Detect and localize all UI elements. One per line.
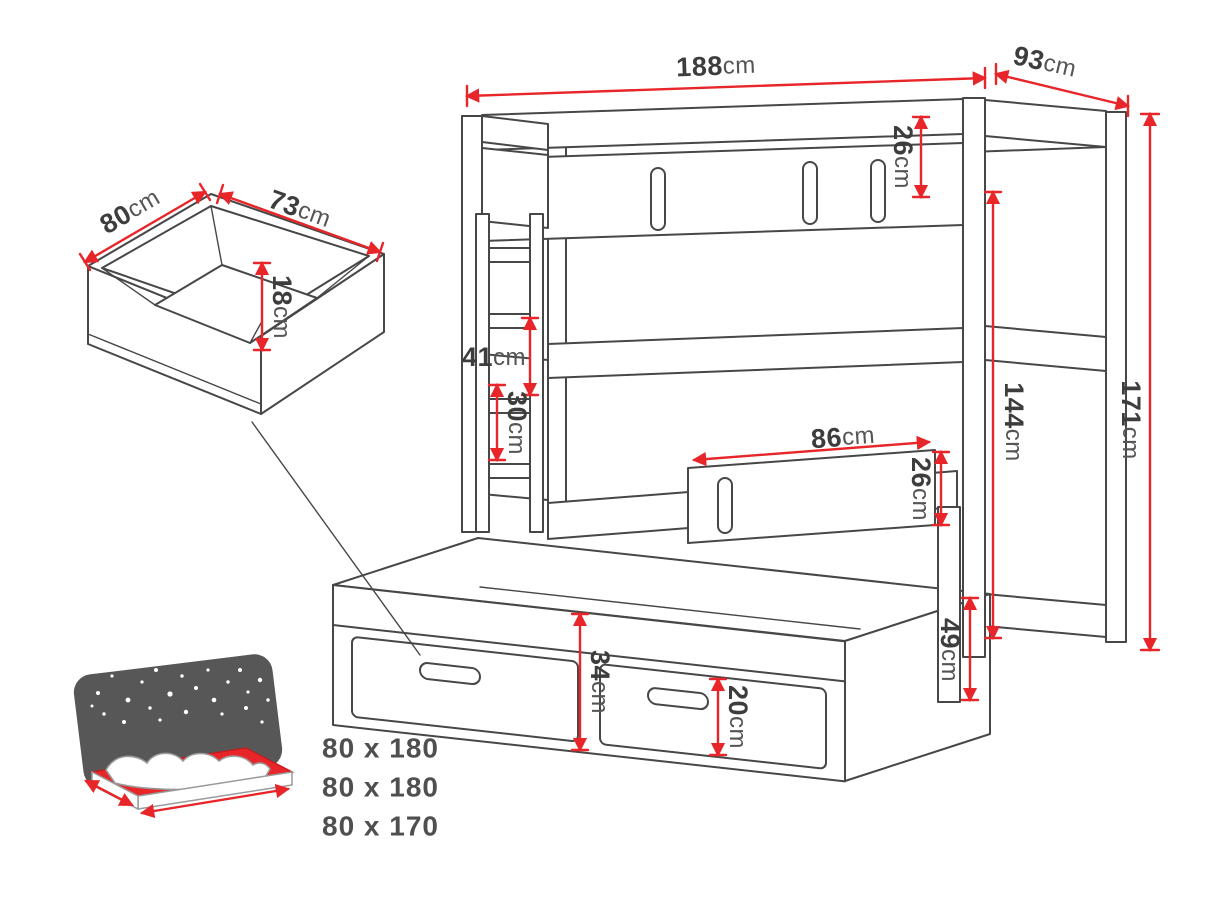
- drawer-inner-edge: [316, 255, 370, 299]
- dimension-label-inner-height: 144cm: [999, 382, 1029, 462]
- right-mid-rail: [984, 325, 1107, 372]
- blanket-stars: [90, 668, 270, 724]
- dimension-line-guard-rail-length: [691, 435, 932, 467]
- ladder-stringer-left: [475, 213, 490, 533]
- dimension-label-top-rail: 26cm: [888, 125, 918, 189]
- back-right-post: [1105, 111, 1127, 643]
- front-right-post: [962, 97, 986, 658]
- guard-rail-slot: [717, 477, 733, 534]
- safety-panel-slot: [870, 159, 886, 223]
- dimensions: 188cm 93cm 26cm 171cm 144cm 86cm 26cm: [78, 40, 1161, 758]
- upper-bunk-underside-rail: [547, 327, 964, 379]
- drawer-inner-edge: [101, 267, 156, 306]
- mattress-size-item: 80 x 180: [322, 733, 439, 764]
- dimension-line-drawer-box-depth: [83, 190, 207, 264]
- dimension-label-guard-rail-length: 86cm: [810, 420, 876, 454]
- dimension-label-total-height: 171cm: [1116, 380, 1146, 460]
- drawer-pointer-line: [251, 421, 421, 656]
- dimension-cap: [198, 182, 212, 202]
- dimension-label-drawer-height: 20cm: [723, 685, 753, 749]
- dimension-label-depth: 93cm: [1010, 40, 1079, 84]
- dimension-line-drawer-box-width: [217, 191, 383, 255]
- drawer-base-line: [87, 333, 262, 405]
- dimension-label-shelf-gap-upper: 41cm: [462, 342, 526, 372]
- dimension-cap: [215, 183, 225, 205]
- mattress-length-arrow: [139, 783, 291, 819]
- dimension-line-width: [464, 71, 988, 103]
- mattress-width-arrow: [84, 779, 134, 807]
- dimension-label-clearance: 49cm: [935, 618, 965, 682]
- ladder-rung: [488, 463, 531, 479]
- drawer-inner-edge: [210, 205, 223, 266]
- mattress-icon: [73, 654, 295, 819]
- dimension-cap: [78, 252, 92, 272]
- drawer-handle: [647, 687, 709, 711]
- mattress-size-list: 80 x 180 80 x 180 80 x 170: [322, 733, 439, 842]
- dimension-label-width: 188cm: [676, 50, 757, 83]
- dimension-line-depth: [993, 69, 1131, 111]
- ladder-rung: [488, 247, 531, 263]
- mattress-size-item: 80 x 180: [322, 772, 439, 803]
- dimension-label-guard-rail-height: 26cm: [906, 457, 936, 521]
- ladder-rung: [488, 313, 531, 329]
- dimension-label-shelf-gap-lower: 30cm: [502, 391, 532, 455]
- trundle-mattress-edge: [479, 586, 861, 630]
- ladder-stringer-right: [529, 213, 544, 533]
- dimension-label-trundle-height: 34cm: [585, 650, 615, 714]
- mattress-size-item: 80 x 170: [322, 811, 439, 842]
- dimension-label-drawer-box-height: 18cm: [267, 275, 297, 339]
- dimension-cap: [375, 241, 385, 263]
- trundle-frame-line: [332, 624, 846, 683]
- right-bottom-rail: [984, 593, 1107, 638]
- safety-panel-slot: [802, 161, 818, 225]
- inner-support-leg: [937, 506, 961, 703]
- safety-panel-slot: [650, 167, 666, 231]
- drawer-handle: [419, 662, 481, 685]
